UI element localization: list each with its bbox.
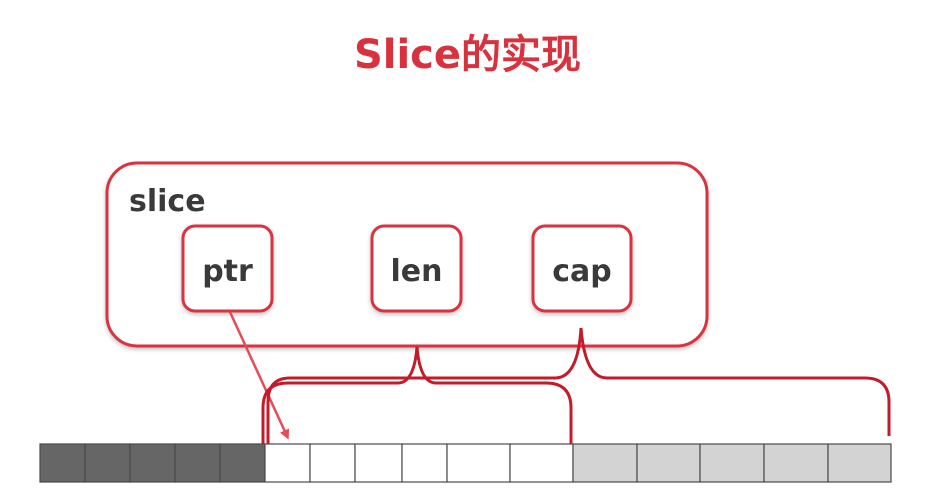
cap-brace: [266, 327, 891, 444]
slice-label: slice: [129, 184, 206, 219]
array-cell-cap-extra: [699, 443, 765, 483]
array-cell-cap-extra: [763, 443, 829, 483]
array-cell-len: [401, 443, 448, 483]
array-cell-before: [84, 443, 131, 483]
array-cell-cap-extra: [636, 443, 701, 483]
page-title: Slice的实现: [353, 32, 582, 78]
ptr-arrow: [228, 311, 290, 440]
len-brace: [261, 346, 573, 444]
array-cell-cap-extra: [827, 443, 892, 483]
array-cell-len: [264, 443, 311, 483]
field-cap: cap: [531, 224, 633, 313]
array-cell-len: [509, 443, 574, 483]
array-cell-len: [354, 443, 403, 483]
array-cell-before: [219, 443, 266, 483]
array-cell-len: [309, 443, 356, 483]
backing-array: [39, 443, 892, 483]
array-cell-before: [129, 443, 176, 483]
array-cell-len: [446, 443, 511, 483]
field-cap-label: cap: [552, 254, 612, 289]
field-ptr-label: ptr: [202, 254, 253, 289]
array-cell-before: [174, 443, 221, 483]
field-ptr: ptr: [181, 224, 274, 313]
field-len: len: [370, 224, 463, 313]
field-len-label: len: [391, 254, 443, 289]
array-cell-cap-extra: [572, 443, 638, 483]
array-cell-before: [39, 443, 86, 483]
